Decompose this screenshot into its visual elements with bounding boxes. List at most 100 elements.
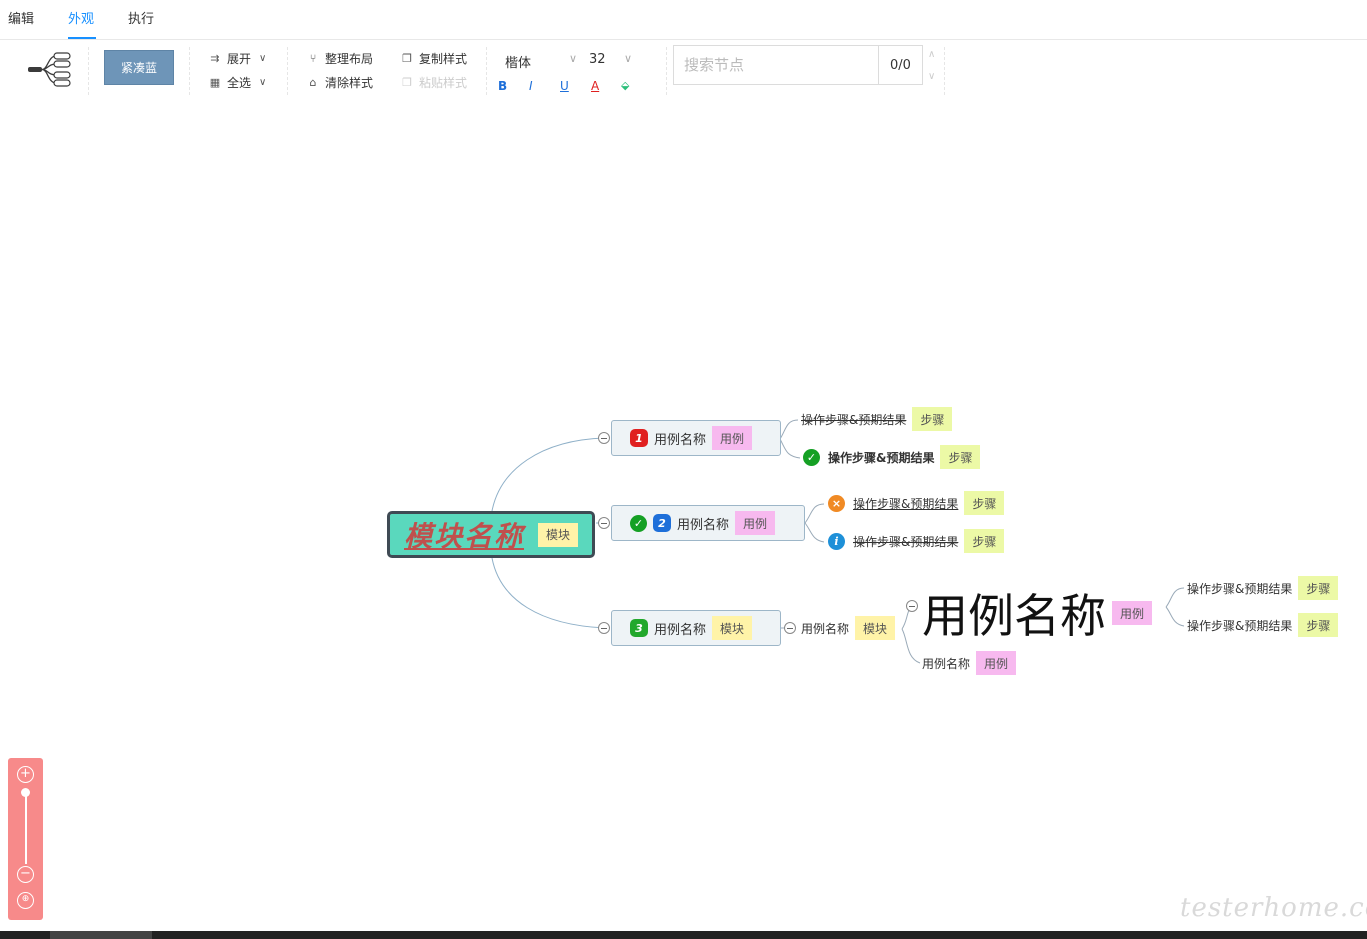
module-tag: 模块 xyxy=(712,616,753,640)
step-node[interactable]: 操作步骤&预期结果 步骤 xyxy=(1187,613,1339,637)
next-result-icon[interactable]: ∨ xyxy=(928,71,936,82)
theme-button[interactable]: 紧凑蓝 xyxy=(104,50,174,85)
step-node[interactable]: × 操作步骤&预期结果 步骤 xyxy=(828,491,1005,515)
select-all-label: 全选 xyxy=(227,76,252,90)
fail-icon: × xyxy=(828,494,845,512)
case-node[interactable]: ✓ 2 用例名称 用例 xyxy=(611,505,805,541)
copy-icon: ❐ xyxy=(402,52,412,65)
priority-1-icon: 1 xyxy=(630,429,648,447)
case-node[interactable]: 1 用例名称 用例 xyxy=(611,420,781,456)
copy-style-button[interactable]: ❐ 复制样式 xyxy=(401,50,467,67)
collapse-toggle[interactable] xyxy=(598,432,610,444)
step-text: 操作步骤&预期结果 xyxy=(828,450,935,465)
font-color-button[interactable]: A xyxy=(591,79,600,93)
step-text: 操作步骤&预期结果 xyxy=(853,534,959,549)
step-node[interactable]: i 操作步骤&预期结果 步骤 xyxy=(828,529,1005,553)
font-size-select[interactable]: 32 xyxy=(589,52,606,67)
expand-button[interactable]: ⇉ 展开 ∨ xyxy=(209,50,266,67)
case-title: 用例名称 xyxy=(677,517,730,533)
step-tag: 步骤 xyxy=(1298,576,1339,600)
select-all-button[interactable]: ▦ 全选 ∨ xyxy=(209,74,267,91)
grid-icon: ▦ xyxy=(209,76,221,89)
highlight-icon[interactable]: ⬙ xyxy=(621,79,630,92)
branch-icon: ⑂ xyxy=(309,52,317,65)
step-text: 操作步骤&预期结果 xyxy=(1187,618,1293,633)
clear-style-label: 清除样式 xyxy=(325,76,374,90)
paste-icon: ❐ xyxy=(402,76,412,89)
case-tag: 用例 xyxy=(735,511,776,535)
step-tag: 步骤 xyxy=(912,407,953,431)
zoom-out-icon[interactable]: − xyxy=(17,866,34,883)
chevron-down-icon: ∨ xyxy=(259,77,267,88)
step-node[interactable]: 操作步骤&预期结果 步骤 xyxy=(801,407,953,431)
root-title: 模块名称 xyxy=(404,519,525,553)
underline-button[interactable]: U xyxy=(560,79,569,93)
module-tag: 模块 xyxy=(855,616,896,640)
collapse-toggle[interactable] xyxy=(598,622,610,634)
horizontal-scrollbar[interactable] xyxy=(0,931,1367,939)
step-node[interactable]: ✓ 操作步骤&预期结果 步骤 xyxy=(803,445,981,469)
step-text: 操作步骤&预期结果 xyxy=(1187,581,1293,596)
collapse-toggle[interactable] xyxy=(598,517,610,529)
tab-execute[interactable]: 执行 xyxy=(128,12,155,27)
toolbar-divider xyxy=(189,47,190,95)
prev-result-icon[interactable]: ∧ xyxy=(928,49,936,60)
copy-style-label: 复制样式 xyxy=(419,52,468,66)
step-node[interactable]: 操作步骤&预期结果 步骤 xyxy=(1187,576,1339,600)
case-title: 用例名称 xyxy=(654,622,707,638)
step-tag: 步骤 xyxy=(964,529,1005,553)
tab-edit[interactable]: 编辑 xyxy=(8,12,35,27)
search-input[interactable] xyxy=(674,46,878,84)
step-tag: 步骤 xyxy=(940,445,981,469)
toolbar-divider xyxy=(287,47,288,95)
locate-center-icon[interactable]: ⊕ xyxy=(17,892,34,909)
zoom-in-icon[interactable]: + xyxy=(17,766,34,783)
case-node[interactable]: 用例名称 用例 xyxy=(922,651,1017,675)
italic-button[interactable]: I xyxy=(529,79,533,93)
case-title: 用例名称 xyxy=(922,656,971,671)
mindmap-canvas[interactable]: 模块名称 模块 1 用例名称 用例 操作步骤&预期结果 步骤 ✓ 操作步骤&预期… xyxy=(0,100,1367,930)
zoom-track[interactable] xyxy=(25,792,27,864)
toolbar-divider xyxy=(88,47,89,95)
chevron-down-icon[interactable]: ∨ xyxy=(624,52,633,65)
module-node[interactable]: 用例名称 模块 xyxy=(801,616,896,640)
toolbar: 紧凑蓝 ⇉ 展开 ∨ ▦ 全选 ∨ ⑂ 整理布局 ⌂ 清除样式 ❐ 复制样式 ❐… xyxy=(0,41,1367,99)
chevron-down-icon: ∨ xyxy=(259,53,267,64)
font-family-select[interactable]: 楷体 xyxy=(505,56,532,71)
step-text: 操作步骤&预期结果 xyxy=(853,496,959,511)
clear-style-button[interactable]: ⌂ 清除样式 xyxy=(307,74,374,91)
watermark: testerhome.com xyxy=(1180,893,1367,923)
case-node[interactable]: 用例名称 用例 xyxy=(922,580,1153,646)
case-tag: 用例 xyxy=(976,651,1017,675)
check-icon: ✓ xyxy=(630,514,647,532)
toolbar-divider xyxy=(666,47,667,95)
eraser-icon: ⌂ xyxy=(309,76,317,89)
case-title: 用例名称 xyxy=(654,432,707,448)
mindmap-layout-icon[interactable] xyxy=(26,51,74,89)
zoom-panel: + − ⊕ xyxy=(8,758,43,920)
priority-3-icon: 3 xyxy=(630,619,648,637)
tab-bar: 编辑 外观 执行 xyxy=(0,0,1367,40)
collapse-toggle[interactable] xyxy=(784,622,796,634)
bold-button[interactable]: B xyxy=(498,79,508,93)
arrange-layout-button[interactable]: ⑂ 整理布局 xyxy=(307,50,373,67)
search-box: 0/0 xyxy=(673,45,923,85)
collapse-toggle[interactable] xyxy=(906,600,918,612)
tab-appearance[interactable]: 外观 xyxy=(68,12,95,27)
paste-style-button[interactable]: ❐ 粘贴样式 xyxy=(401,74,467,91)
active-tab-indicator xyxy=(68,37,96,39)
scrollbar-thumb[interactable] xyxy=(50,931,152,939)
zoom-slider-handle[interactable] xyxy=(21,788,30,797)
search-result-count: 0/0 xyxy=(878,46,922,84)
case-title: 用例名称 xyxy=(922,589,1106,643)
chevron-down-icon[interactable]: ∨ xyxy=(569,52,578,65)
case-node[interactable]: 3 用例名称 模块 xyxy=(611,610,781,646)
step-tag: 步骤 xyxy=(964,491,1005,515)
expand-label: 展开 xyxy=(227,52,252,66)
toolbar-divider xyxy=(486,47,487,95)
module-text: 用例名称 xyxy=(801,621,850,636)
root-tag: 模块 xyxy=(538,522,579,547)
info-icon: i xyxy=(828,532,845,550)
root-node[interactable]: 模块名称 模块 xyxy=(387,511,595,558)
